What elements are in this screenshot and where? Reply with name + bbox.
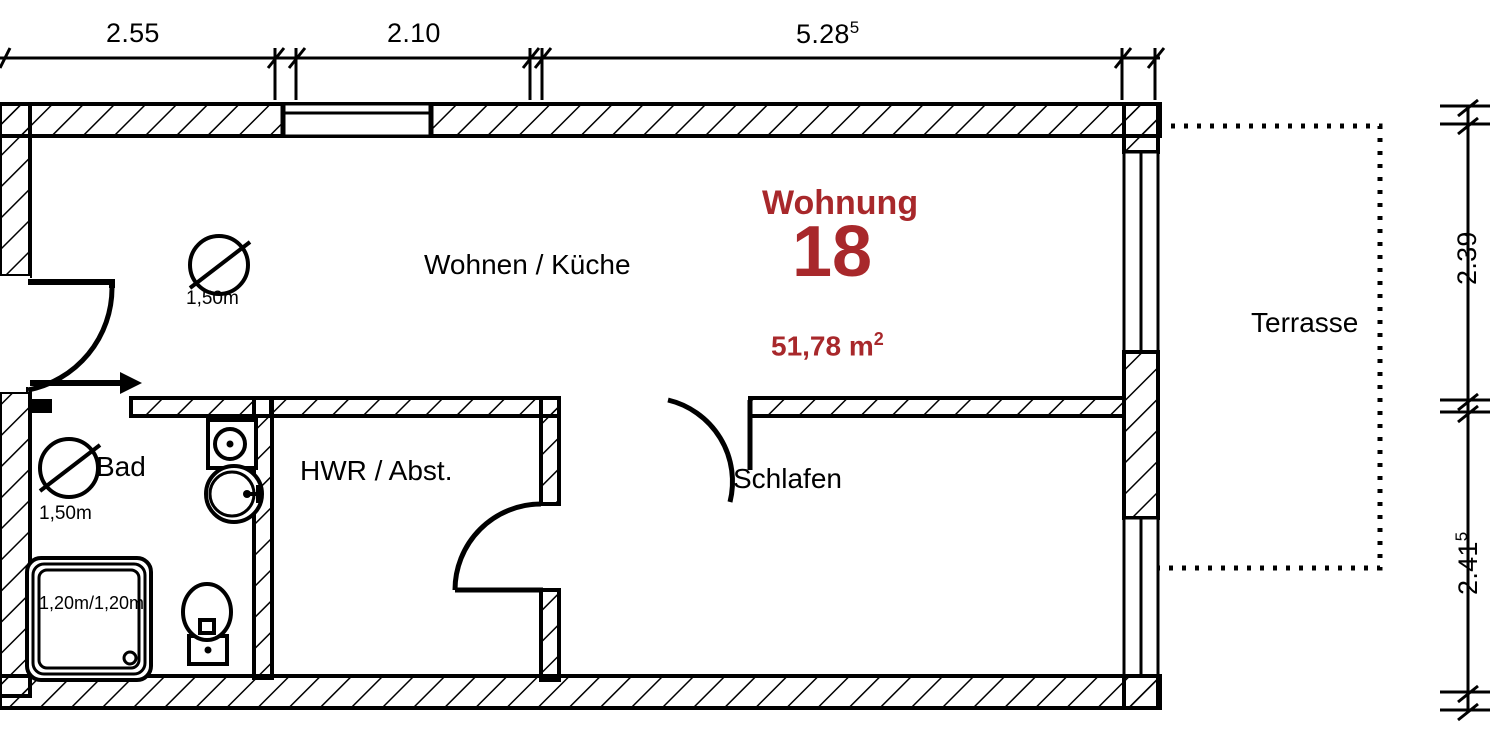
exterior-wall-right-mid-pier (1122, 350, 1160, 520)
right-dimension-chain (1440, 98, 1490, 722)
entrance-door (0, 276, 142, 394)
exterior-wall-bottom (0, 674, 1162, 710)
interior-wall-horizontal-schlafen (748, 396, 1126, 418)
interior-wall-hwr-schlafen-lower (539, 588, 561, 682)
interior-wall-hwr-schlafen-upper (539, 396, 561, 506)
terrace-outline (1158, 123, 1383, 571)
window-right-lower (1122, 516, 1160, 678)
exterior-wall-left-upper (0, 102, 32, 278)
exterior-wall-right-bottom-pier (1122, 674, 1160, 710)
dim-top-1: 2.55 (106, 18, 160, 48)
dim-top-3: 5.285 (796, 18, 860, 49)
dim-right-1: 2.39 (1452, 231, 1482, 285)
turning-circle-wohnen-label: 1,50m (186, 288, 239, 309)
room-label-terrasse: Terrasse (1251, 307, 1359, 338)
exterior-wall-right-top-pier (1122, 102, 1160, 154)
door-jamb-marks (28, 399, 52, 413)
window-right-upper (1122, 150, 1160, 354)
sink (204, 464, 264, 524)
interior-wall-horizontal-hwr (269, 396, 561, 418)
unit-area: 51,78 m2 (771, 329, 884, 362)
washing-machine (206, 418, 258, 470)
room-label-hwr-abst: HWR / Abst. (300, 455, 453, 486)
shower-size-label: 1,20m/1,20m (39, 593, 145, 613)
exterior-wall-top (0, 102, 1162, 138)
shower-tray (25, 556, 153, 682)
door-hwr (452, 501, 543, 593)
interior-wall-horizontal-left (129, 396, 273, 418)
dim-right-2: 2.415 (1452, 531, 1483, 595)
turning-circle-wohnen-icon (188, 234, 252, 296)
room-label-schlafen: Schlafen (733, 463, 842, 494)
unit-title: Wohnung (762, 184, 919, 222)
room-label-bad: Bad (96, 451, 146, 482)
door-schlafen (667, 397, 753, 503)
unit-number: 18 (792, 212, 873, 292)
toilet (181, 582, 233, 666)
room-label-wohnen-kueche: Wohnen / Küche (424, 249, 631, 280)
window-top (280, 102, 434, 138)
turning-circle-bad-label: 1,50m (39, 503, 92, 524)
top-dimension-chain (0, 47, 1166, 100)
dim-top-2: 2.10 (387, 18, 441, 48)
interior-wall-bad-hwr (252, 396, 274, 680)
turning-circle-bad-icon (38, 437, 102, 499)
